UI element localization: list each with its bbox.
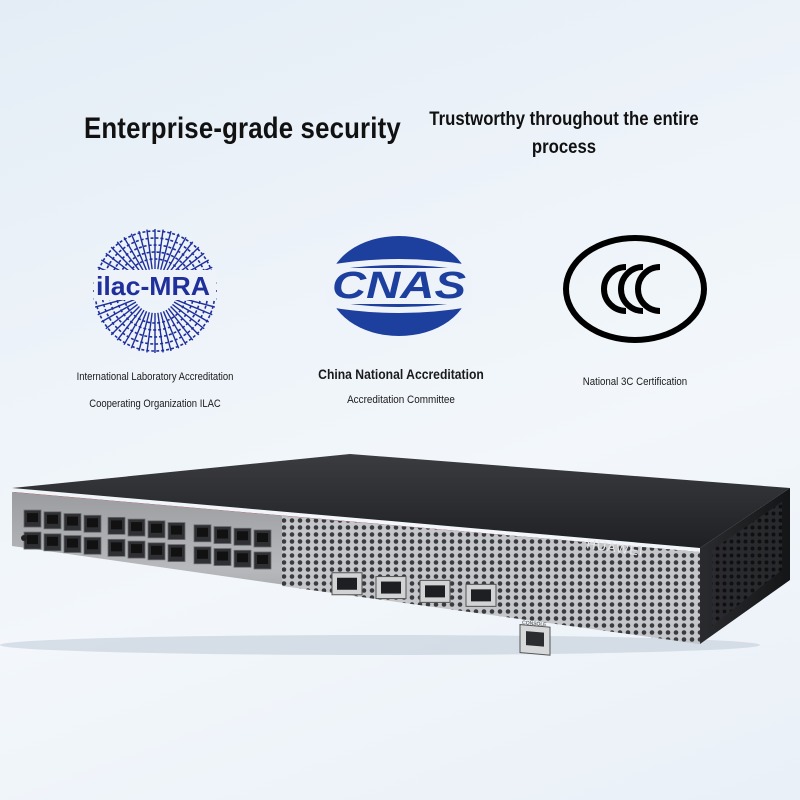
console-label: CONSOLE xyxy=(522,620,548,628)
cnas-caption-line2: Accreditation Committee xyxy=(347,394,455,406)
ilac-mra-logo-icon: ilac-MRA xyxy=(93,229,217,353)
cnas-caption-line1: China National Accreditation xyxy=(318,367,484,382)
cnas-logo-icon: CNAS xyxy=(326,236,472,336)
cnas-logo-text: CNAS xyxy=(332,265,466,307)
ccc-caption: National 3C Certification xyxy=(551,376,718,388)
power-led xyxy=(21,535,27,541)
console-port xyxy=(519,624,551,656)
network-switch-icon: CONSOLE HUAWEI xyxy=(0,454,790,656)
ccc-logo-icon xyxy=(563,235,707,343)
rj45-port-array xyxy=(23,509,272,570)
ilac-mra-logo-text: ilac-MRA xyxy=(96,271,210,301)
ilac-caption-line2: Cooperating Organization ILAC xyxy=(89,398,221,410)
ilac-caption: International Laboratory Accreditation C… xyxy=(56,364,254,418)
cnas-caption: China National Accreditation Accreditati… xyxy=(307,364,496,410)
headline-enterprise-security: Enterprise-grade security xyxy=(84,112,401,145)
sfp-port-array xyxy=(331,572,497,607)
ccc-caption-line1: National 3C Certification xyxy=(582,376,688,388)
ilac-caption-line1: International Laboratory Accreditation xyxy=(76,371,234,383)
headline-trustworthy: Trustworthy throughout the entire proces… xyxy=(429,109,699,158)
